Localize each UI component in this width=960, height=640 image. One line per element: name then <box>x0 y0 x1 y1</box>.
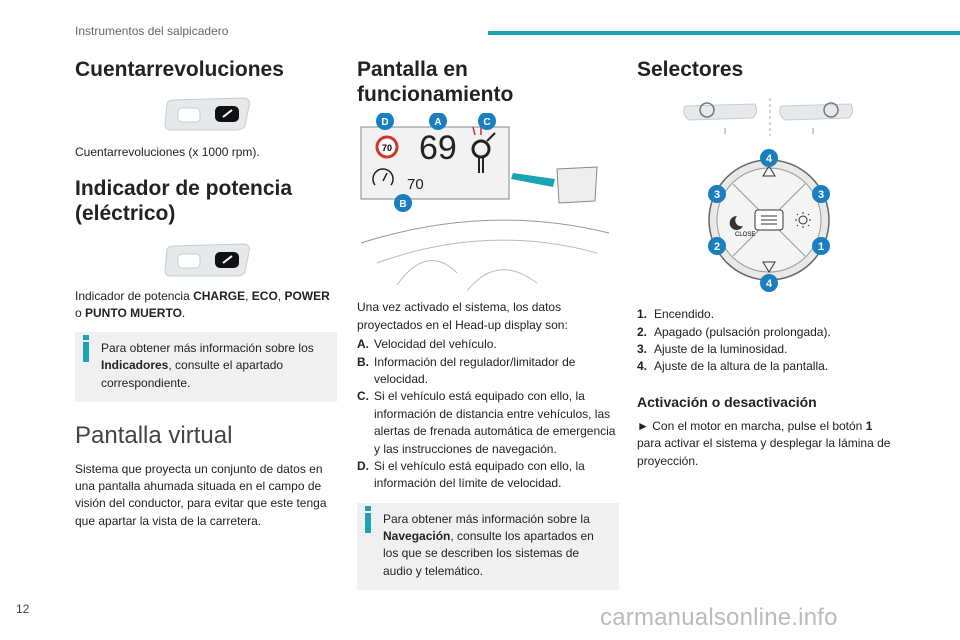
cruise-control-icon <box>372 168 394 186</box>
svg-text:1: 1 <box>818 241 824 253</box>
hud-items-list: A.Velocidad del vehículo. B.Información … <box>357 336 619 493</box>
hud-intro-text: Una vez activado el sistema, los datos p… <box>357 300 568 332</box>
heading-power-indicator: Indicador de potencia (eléctrico) <box>75 176 293 225</box>
badge-4-bottom <box>760 274 778 293</box>
power-indicator-icon <box>164 243 250 277</box>
heading-selectors: Selectores <box>637 58 744 81</box>
list-item: B.Información del regulador/limitador de… <box>357 354 576 386</box>
svg-text:3: 3 <box>818 189 824 201</box>
svg-text:4: 4 <box>766 153 773 165</box>
list-item: 1.Encendido. <box>637 307 715 322</box>
speed-limit-value: 70 <box>382 143 392 153</box>
column-2: Pantalla en funcionamiento 70 69 70 D A … <box>357 52 619 591</box>
svg-text:3: 3 <box>714 189 720 201</box>
svg-text:B: B <box>399 199 406 210</box>
svg-text:4: 4 <box>766 278 773 290</box>
info-box-navigation: Para obtener más información sobre la Na… <box>357 502 619 591</box>
heading-activation: Activación o desactivación <box>637 393 817 410</box>
navigation-arrow-icon <box>471 127 496 174</box>
page-number: 12 <box>16 602 30 616</box>
projection-beam <box>511 173 555 188</box>
hud-control-panel: CLOSE 4 3 3 2 1 4 <box>708 149 830 293</box>
running-head: Instrumentos del salpicadero <box>75 24 229 38</box>
info-icon <box>365 505 371 533</box>
badge-3-right <box>812 185 830 204</box>
close-label: CLOSE <box>735 232 755 238</box>
virtual-display-text: Sistema que proyecta un conjunto de dato… <box>75 461 327 528</box>
column-3: Selectores CLOSE 4 3 3 2 1 4 <box>637 52 899 470</box>
activation-text: ► Con el motor en marcha, pulse el botón… <box>637 418 891 468</box>
watermark: carmanualsonline.info <box>600 604 838 631</box>
svg-text:2: 2 <box>714 241 720 253</box>
list-item: C.Si el vehículo está equipado con ello,… <box>357 389 616 456</box>
info-icon <box>83 334 89 362</box>
moon-icon[interactable] <box>729 216 743 231</box>
cruise-speed-value: 70 <box>407 176 424 193</box>
selector-items-list: 1.Encendido. 2.Apagado (pulsación prolon… <box>637 306 899 376</box>
heading-virtual-display: Pantalla virtual <box>75 421 233 449</box>
label-d-badge <box>376 113 394 131</box>
head-up-display-diagram: 70 69 70 D A C B <box>360 113 610 292</box>
svg-text:D: D <box>381 117 388 128</box>
svg-text:C: C <box>483 117 490 128</box>
badge-4-top <box>760 149 778 168</box>
list-item: 3.Ajuste de la luminosidad. <box>637 341 788 356</box>
vehicle-speed-value: 69 <box>419 129 457 167</box>
power-indicator-text: Indicador de potencia CHARGE, ECO, POWER… <box>75 288 330 321</box>
list-item: D.Si el vehículo está equipado con ello,… <box>357 458 585 491</box>
tachometer-icon <box>164 97 250 131</box>
badge-3-left <box>708 185 726 204</box>
dashboard-outline <box>360 220 610 244</box>
tachometer-caption: Cuentarrevoluciones (x 1000 rpm). <box>75 145 260 160</box>
badge-1-right <box>812 237 830 256</box>
heading-display-operation: Pantalla en funcionamiento <box>357 58 514 107</box>
height-down-button[interactable] <box>762 261 776 274</box>
badge-2-left <box>708 237 726 256</box>
label-b-badge <box>394 194 412 213</box>
height-up-button[interactable] <box>762 165 776 177</box>
sun-icon[interactable] <box>795 212 811 229</box>
steering-wheel-selectors-icon <box>683 98 854 137</box>
info-box-indicators: Para obtener más información sobre los I… <box>75 331 337 402</box>
column-1: Cuentarrevoluciones Cuentarrevoluciones … <box>75 52 337 530</box>
heading-tachometer: Cuentarrevoluciones <box>75 58 284 81</box>
list-item: 4.Ajuste de la altura de la pantalla. <box>637 359 829 374</box>
speed-limit-icon <box>375 135 399 159</box>
label-c-badge <box>478 113 496 131</box>
label-a-badge <box>429 113 447 131</box>
header-accent-bar <box>488 31 960 35</box>
list-item: A.Velocidad del vehículo. <box>357 337 497 352</box>
projection-screen <box>556 166 598 204</box>
svg-text:A: A <box>434 117 441 128</box>
list-item: 2.Apagado (pulsación prolongada). <box>637 324 831 339</box>
